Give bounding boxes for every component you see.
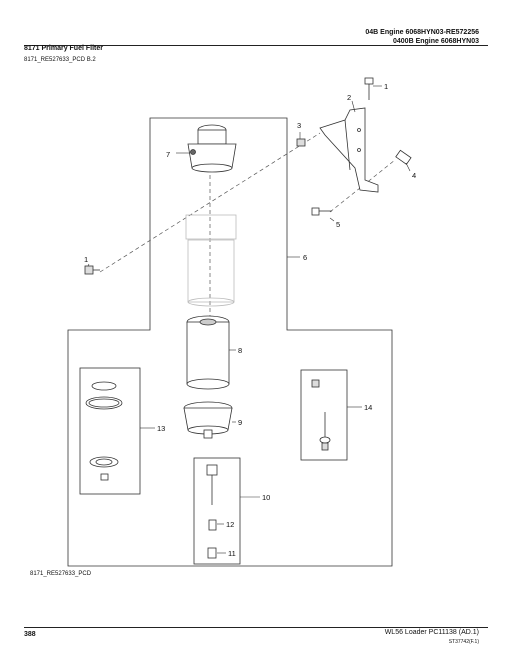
callout-6: 6 xyxy=(303,253,307,262)
image-ref: 8171_RE527633_PCD xyxy=(30,571,92,577)
section-title: 8171 Primary Fuel Filter xyxy=(24,45,103,52)
header-engine-line2: 0400B Engine 6068HYN03 xyxy=(393,38,479,45)
footer-rule xyxy=(24,627,488,628)
bolt-5 xyxy=(311,207,332,216)
bowl-9 xyxy=(183,401,233,439)
callout-12: 12 xyxy=(226,520,234,529)
callout-10: 10 xyxy=(262,493,270,502)
callout-14: 14 xyxy=(364,403,372,412)
page-number: 388 xyxy=(24,631,36,638)
callout-11: 11 xyxy=(228,549,236,558)
callout-1-left: 1 xyxy=(84,255,88,264)
filter-element-8 xyxy=(186,315,230,390)
callout-7: 7 xyxy=(166,150,170,159)
seal-kit-13 xyxy=(85,381,123,481)
ghost-filter-housing xyxy=(185,214,237,307)
bolt-top xyxy=(364,77,374,100)
bolt-left xyxy=(84,265,100,275)
part-kit-14 xyxy=(311,379,331,451)
drain-assembly-10 xyxy=(206,464,218,559)
dashed-line-1 xyxy=(99,132,321,273)
nut-3 xyxy=(296,138,306,147)
callout-5: 5 xyxy=(336,220,340,229)
assembly-outline xyxy=(67,117,393,567)
group-box-10 xyxy=(193,457,241,565)
section-ref: 8171_RE527633_PCD B.2 xyxy=(24,57,96,63)
callout-8: 8 xyxy=(238,346,242,355)
callout-3: 3 xyxy=(297,121,301,130)
mounting-bracket xyxy=(319,107,379,193)
model-info: WL56 Loader PC11138 (AD.1) xyxy=(384,629,479,636)
callout-2: 2 xyxy=(347,93,351,102)
header-engine-line1: 04B Engine 6068HYN03-RE572256 xyxy=(365,29,479,36)
filter-cap-7 xyxy=(187,124,237,173)
header-rule xyxy=(24,45,488,46)
group-box-14 xyxy=(300,369,348,461)
callout-1-top: 1 xyxy=(384,82,388,91)
sleeve-4 xyxy=(395,149,412,165)
doc-id: ST37742(F.1) xyxy=(448,639,479,645)
callout-9: 9 xyxy=(238,418,242,427)
group-box-13 xyxy=(79,367,141,495)
callout-4: 4 xyxy=(412,171,416,180)
callout-13: 13 xyxy=(157,424,165,433)
